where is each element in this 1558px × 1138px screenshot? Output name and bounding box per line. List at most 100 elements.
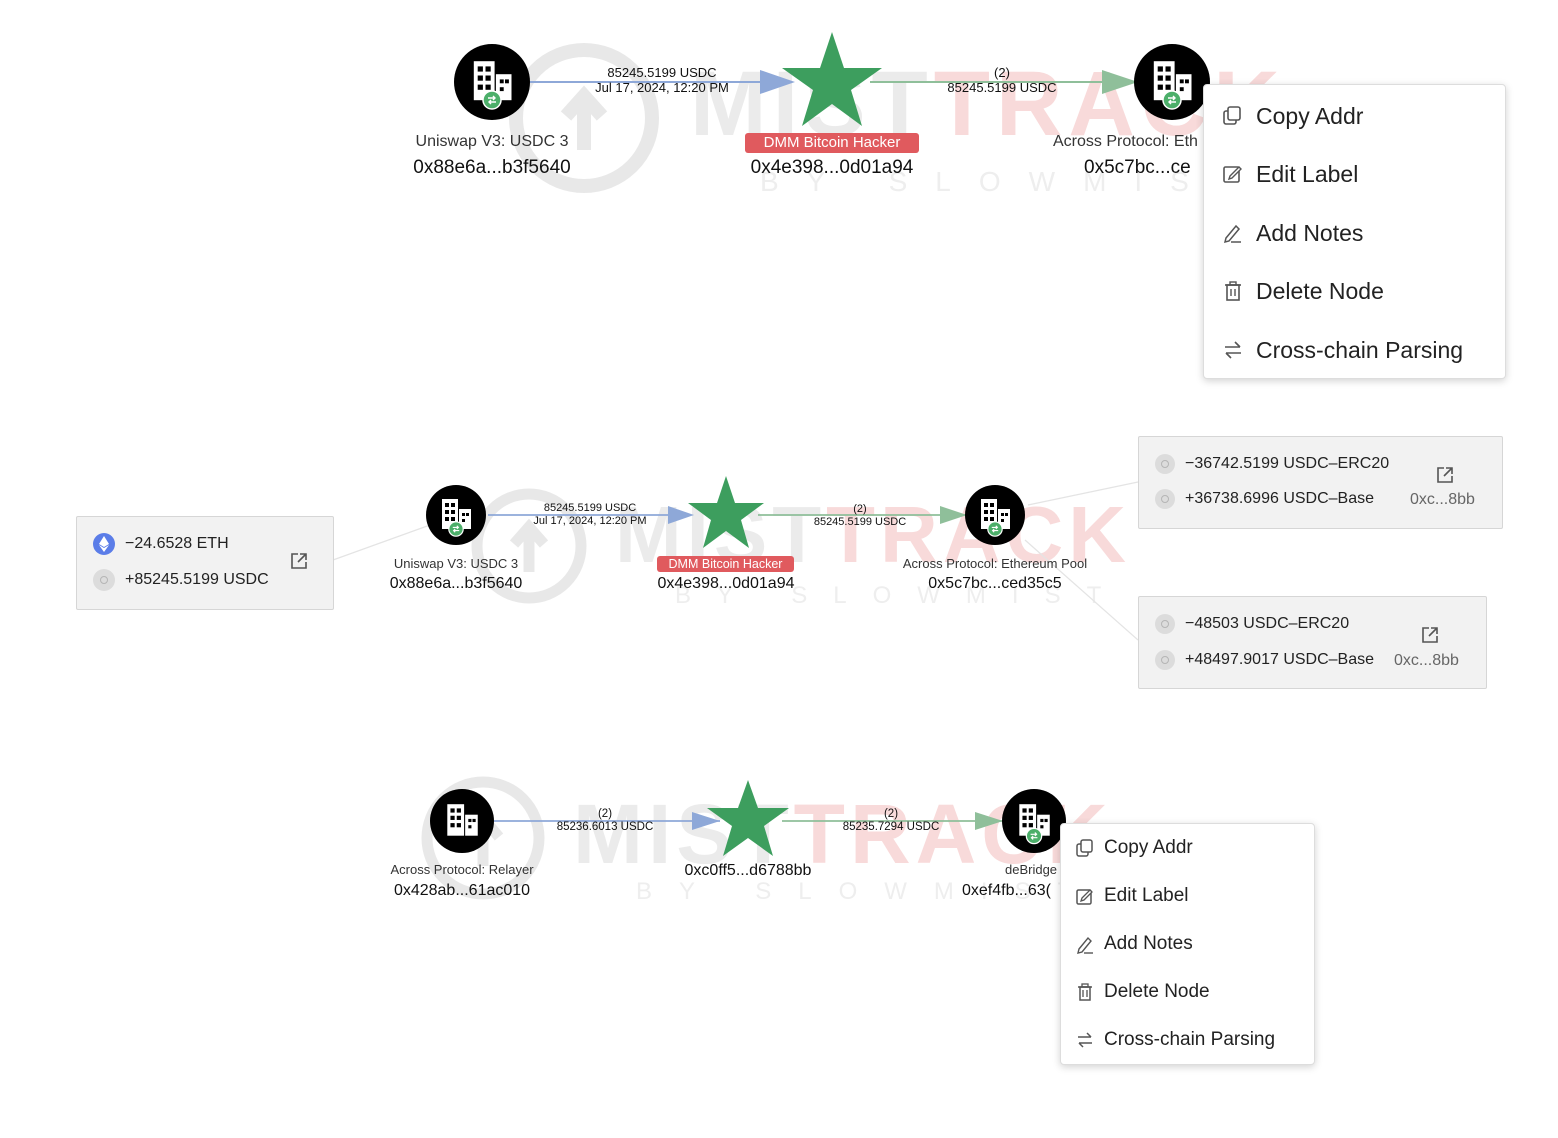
star-node-p3[interactable] [707, 780, 789, 856]
external-link-icon[interactable] [1435, 465, 1455, 485]
copy-icon [1075, 838, 1095, 858]
balance-usdc-value: +85245.5199 USDC [125, 571, 269, 588]
usdc-coin-icon [93, 569, 115, 591]
bridge-box-2: −48503 USDC–ERC20 +48497.9017 USDC–Base … [1138, 596, 1487, 689]
edit-icon [1222, 163, 1244, 185]
copy-icon [1222, 105, 1244, 127]
edge-count: (2) [994, 65, 1010, 80]
watermark-1 [509, 43, 659, 193]
arrowhead-p2-e2 [940, 506, 967, 524]
node-addr-p2-right[interactable]: 0x5c7bc...ced35c5 [928, 575, 1062, 592]
edge-count: (2) [853, 503, 867, 515]
external-link-icon[interactable] [289, 551, 309, 571]
star-node-p2[interactable] [688, 476, 764, 548]
bridge-in-value: +48497.9017 USDC–Base [1185, 651, 1375, 668]
arrowhead-p2-e1 [668, 506, 694, 524]
menu-label: Add Notes [1256, 219, 1364, 246]
menu-add-notes[interactable]: Add Notes [1061, 930, 1193, 958]
watermark-sub-1: BY SLOWMIST [760, 166, 1262, 197]
bridge-dest-addr[interactable]: 0xc...8bb [1394, 652, 1459, 669]
bridge-in-value: +36738.6996 USDC–Base [1185, 490, 1375, 507]
menu-label: Add Notes [1104, 933, 1193, 954]
menu-label: Copy Addr [1104, 837, 1193, 858]
menu-copy-addr[interactable]: Copy Addr [1204, 99, 1363, 133]
trash-icon [1075, 982, 1095, 1002]
pen-icon [1075, 934, 1095, 954]
context-menu-p1: Copy Addr Edit Label Add Notes Delete No… [1203, 84, 1506, 379]
menu-delete-node[interactable]: Delete Node [1204, 274, 1384, 308]
external-link-icon[interactable] [1420, 625, 1440, 645]
usdc-coin-icon [1155, 650, 1175, 670]
edge-amount: 85245.5199 USDC [607, 65, 717, 80]
bridge-dest-addr[interactable]: 0xc...8bb [1410, 491, 1475, 508]
bridge-row-in: +48497.9017 USDC–Base [1155, 650, 1374, 670]
bridge-row-in: +36738.6996 USDC–Base [1155, 489, 1374, 509]
node-p1-left[interactable] [454, 44, 530, 120]
node-addr-p1-left[interactable]: 0x88e6a...b3f5640 [413, 157, 571, 178]
menu-cross-chain[interactable]: Cross-chain Parsing [1061, 1026, 1275, 1054]
node-name-p1-right: Across Protocol: Eth [1053, 133, 1198, 150]
bridge-out-value: −48503 USDC–ERC20 [1185, 615, 1350, 632]
edge-time: Jul 17, 2024, 12:20 PM [595, 79, 729, 95]
node-p1-right[interactable] [1134, 44, 1210, 120]
menu-label: Cross-chain Parsing [1256, 336, 1464, 363]
node-p2-right[interactable] [965, 485, 1025, 545]
edge-count: (2) [597, 808, 613, 820]
edge-amount: 85245.5199 USDC [813, 515, 907, 528]
usdc-coin-icon [1155, 614, 1175, 634]
node-addr-p3-center[interactable]: 0xc0ff5...d6788bb [684, 862, 812, 879]
node-p3-right[interactable] [1002, 789, 1066, 853]
bridge-row-out: −36742.5199 USDC–ERC20 [1155, 454, 1389, 474]
menu-label: Delete Node [1256, 277, 1384, 304]
bridge-out-value: −36742.5199 USDC–ERC20 [1185, 455, 1390, 472]
menu-label: Copy Addr [1256, 102, 1364, 129]
node-p2-left[interactable] [426, 485, 486, 545]
node-addr-p1-right[interactable]: 0x5c7bc...ce [1084, 157, 1191, 178]
watermark-sub-2: BY SLOWMIST [675, 582, 1128, 609]
balance-box: −24.6528 ETH +85245.5199 USDC [76, 516, 334, 610]
edge-label-p2-e2: (2) 85245.5199 USDC [795, 503, 925, 528]
node-name-p2-right: Across Protocol: Ethereum Pool [902, 556, 1088, 571]
edge-amount: 85236.6013 USDC [556, 821, 654, 834]
node-addr-p3-right[interactable]: 0xef4fb...63( [962, 882, 1051, 899]
usdc-coin-icon [1155, 454, 1175, 474]
arrowhead-p1-e1 [760, 70, 795, 94]
menu-edit-label[interactable]: Edit Label [1061, 882, 1189, 910]
edge-label-p1-e2: (2) 85245.5199 USDC [922, 65, 1082, 96]
hacker-tag-p2: DMM Bitcoin Hacker [657, 556, 794, 572]
menu-copy-addr[interactable]: Copy Addr [1061, 834, 1193, 862]
connector-bridge-1 [1027, 481, 1139, 506]
balance-eth-value: −24.6528 ETH [125, 535, 229, 552]
node-addr-p2-left[interactable]: 0x88e6a...b3f5640 [389, 575, 523, 592]
menu-edit-label[interactable]: Edit Label [1204, 157, 1358, 191]
edge-amount: 85235.7294 USDC [842, 821, 940, 834]
menu-delete-node[interactable]: Delete Node [1061, 978, 1210, 1006]
edge-label-p3-e2: (2) 85235.7294 USDC [826, 808, 956, 834]
menu-label: Edit Label [1104, 885, 1189, 906]
node-p3-left[interactable] [430, 789, 494, 853]
node-name-p2-left: Uniswap V3: USDC 3 [393, 556, 519, 571]
menu-cross-chain[interactable]: Cross-chain Parsing [1204, 333, 1463, 367]
node-name-p1-left: Uniswap V3: USDC 3 [415, 133, 569, 150]
connector-balance [332, 524, 431, 561]
trash-icon [1222, 280, 1244, 302]
menu-label: Edit Label [1256, 160, 1359, 187]
menu-add-notes[interactable]: Add Notes [1204, 216, 1363, 250]
node-addr-p1-center[interactable]: 0x4e398...0d01a94 [750, 157, 914, 178]
pen-icon [1222, 222, 1244, 244]
hacker-tag-p1: DMM Bitcoin Hacker [745, 133, 919, 153]
bridge-row-out: −48503 USDC–ERC20 [1155, 614, 1349, 634]
edge-time: Jul 17, 2024, 12:20 PM [533, 514, 647, 527]
arrowhead-p1-e2 [1102, 70, 1138, 94]
arrowhead-p3-e1 [692, 812, 720, 830]
bridge-box-1: −36742.5199 USDC–ERC20 +36738.6996 USDC–… [1138, 436, 1503, 529]
node-addr-p3-left[interactable]: 0x428ab...61ac010 [393, 882, 531, 899]
watermark-sub-3: BY SLOWMIST [636, 878, 1100, 905]
context-menu-p3: Copy Addr Edit Label Add Notes Delete No… [1060, 823, 1315, 1065]
cross-chain-icon [1075, 1030, 1095, 1050]
connector-bridge-2 [1024, 539, 1139, 641]
node-addr-p2-center[interactable]: 0x4e398...0d01a94 [657, 575, 795, 592]
star-node-p1[interactable] [782, 32, 882, 126]
